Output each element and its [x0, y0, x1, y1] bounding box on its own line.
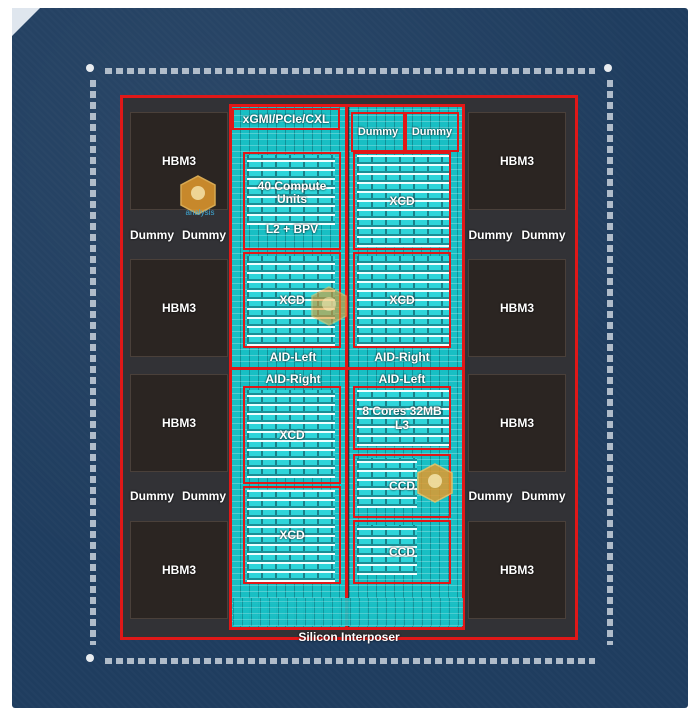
- aid-left-label-top: AID-Left: [269, 350, 317, 364]
- xcd-label: XCD: [389, 293, 415, 307]
- io-label: xGMI/PCIe/CXL: [242, 112, 330, 126]
- xcd-low-left: XCD: [243, 386, 341, 484]
- xcd-label: XCD: [279, 293, 305, 307]
- bottom-io-strip: [233, 598, 463, 626]
- xcd-low-left-texture: [247, 390, 335, 478]
- aid-right-label-top: AID-Right: [374, 350, 430, 364]
- aid-left-label-bottom: AID-Left: [378, 372, 426, 386]
- hbm3-left-2: HBM3: [130, 259, 228, 357]
- ccd-label: CCD: [389, 479, 415, 493]
- pad-row-top: [105, 68, 595, 74]
- ccd-bottom: CCD: [353, 520, 451, 584]
- xcd-label: XCD: [279, 428, 305, 442]
- fiducial-bottom-left: [86, 654, 94, 662]
- hbm3-label: HBM3: [499, 563, 534, 577]
- center-divider-horizontal: [229, 367, 465, 370]
- xcd-bottom-left-texture: [247, 490, 335, 582]
- xcd-top-right: XCD: [353, 152, 451, 250]
- xcd-mid-right: XCD: [353, 252, 451, 348]
- hbm3-left-4: HBM3: [130, 521, 228, 619]
- ccd-label: CCD: [389, 545, 415, 559]
- interposer-label: Silicon Interposer: [298, 630, 400, 644]
- io-block: xGMI/PCIe/CXL: [232, 108, 340, 130]
- watermark-text-1: analysis: [185, 208, 215, 217]
- hbm3-left-3: HBM3: [130, 374, 228, 472]
- dummy-block-top-1: Dummy: [351, 112, 405, 152]
- l2-bpv-label: L2 + BPV: [265, 222, 319, 236]
- pad-row-bottom: [105, 658, 595, 664]
- hbm3-label: HBM3: [161, 563, 196, 577]
- xcd-bottom-left: XCD: [243, 486, 341, 584]
- xcd-mid-left-texture: [247, 256, 335, 346]
- pad-col-left: [90, 80, 96, 645]
- dummy-row-left-2: Dummy Dummy: [126, 484, 230, 508]
- xcd-label: XCD: [279, 528, 305, 542]
- dummy-label: Dummy: [181, 228, 226, 242]
- watermark-logo-1: [180, 175, 216, 215]
- ccd-top-texture: [357, 390, 449, 446]
- ccd-top: 8 Cores 32MB L3: [353, 386, 451, 450]
- hbm3-label: HBM3: [499, 416, 534, 430]
- dummy-label: Dummy: [521, 489, 566, 503]
- dummy-label: Dummy: [129, 228, 174, 242]
- watermark-logo-2: [311, 286, 347, 326]
- aid-right-label-bottom: AID-Right: [265, 372, 321, 386]
- xcd-mid-right-texture: [357, 256, 449, 346]
- dummy-label: Dummy: [468, 228, 513, 242]
- hbm3-label: HBM3: [161, 301, 196, 315]
- dummy-label: Dummy: [357, 126, 399, 138]
- dummy-label: Dummy: [181, 489, 226, 503]
- hbm3-label: HBM3: [161, 416, 196, 430]
- dummy-row-left-1: Dummy Dummy: [126, 223, 230, 247]
- pad-col-right: [607, 80, 613, 645]
- xcd-top-left: 40 Compute Units L2 + BPV: [243, 152, 341, 250]
- fiducial-top-left: [86, 64, 94, 72]
- compute-units-label: 40 Compute Units: [257, 179, 327, 206]
- hbm3-right-4: HBM3: [468, 521, 566, 619]
- hbm3-right-2: HBM3: [468, 259, 566, 357]
- dummy-row-right-2: Dummy Dummy: [464, 484, 570, 508]
- cores-l3-label: 8 Cores 32MB L3: [362, 404, 442, 432]
- dummy-label: Dummy: [521, 228, 566, 242]
- dummy-label: Dummy: [468, 489, 513, 503]
- fiducial-top-right: [604, 64, 612, 72]
- hbm3-right-3: HBM3: [468, 374, 566, 472]
- dummy-label: Dummy: [411, 126, 453, 138]
- hbm3-label: HBM3: [499, 301, 534, 315]
- dummy-row-right-1: Dummy Dummy: [464, 223, 570, 247]
- xcd-top-right-texture: [357, 155, 449, 247]
- dummy-block-top-2: Dummy: [405, 112, 459, 152]
- hbm3-right-1: HBM3: [468, 112, 566, 210]
- hbm3-label: HBM3: [161, 154, 196, 168]
- ccd-mid-texture: [357, 458, 417, 508]
- pin1-corner-marker: [12, 8, 40, 36]
- xcd-label: XCD: [389, 194, 415, 208]
- dummy-label: Dummy: [129, 489, 174, 503]
- watermark-logo-3: [417, 463, 453, 503]
- xcd-top-left-texture: [247, 155, 335, 225]
- hbm3-label: HBM3: [499, 154, 534, 168]
- ccd-bottom-texture: [357, 525, 417, 575]
